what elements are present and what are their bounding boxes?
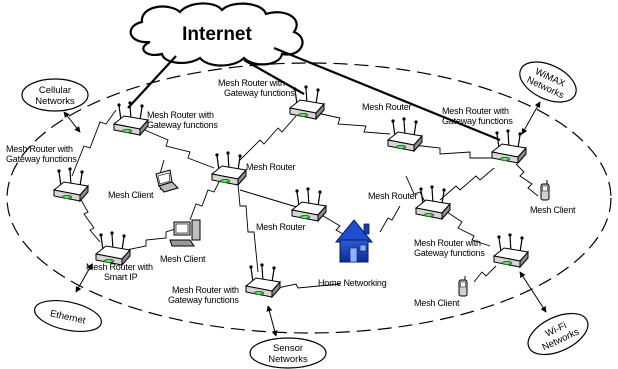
svg-text:Networks: Networks <box>268 354 308 365</box>
mesh-boundary <box>6 62 612 334</box>
desktop-client-label: Mesh Client <box>160 254 206 264</box>
phone-right-client-label: Mesh Client <box>530 205 576 215</box>
router-lower-icon <box>291 186 327 222</box>
svg-text:Cellular: Cellular <box>39 85 71 96</box>
router-right-icon <box>415 184 451 220</box>
router-center-icon <box>211 150 247 186</box>
svg-text:Networks: Networks <box>35 96 75 107</box>
gw-bottom-center-router-icon <box>245 262 281 298</box>
gw-top-right-router-icon <box>491 128 527 164</box>
laptop-client-label: Mesh Client <box>108 190 154 200</box>
router-center-label: Mesh Router <box>246 162 296 172</box>
router-lower-label: Mesh Router <box>256 222 306 232</box>
home-networking-label: Home Networking <box>318 278 387 288</box>
wifi-networks: Wi-Fi Networks <box>527 312 589 356</box>
gw-top-center-router-icon <box>289 84 325 120</box>
external-links <box>63 101 547 337</box>
phone-icon <box>540 180 550 201</box>
internet-label: Internet <box>182 24 252 45</box>
router-top-right-label: Mesh Router <box>362 102 412 112</box>
gw-bottom-right-router-icon <box>493 232 529 268</box>
wimax-networks: WiMAX Networks <box>519 61 577 103</box>
svg-text:Sensor: Sensor <box>273 343 303 354</box>
desktop-computer-icon <box>169 219 201 247</box>
internet-cloud: Internet <box>129 2 304 67</box>
wireless-links <box>71 109 539 291</box>
gw-top-left-router-icon <box>113 100 149 136</box>
ethernet-networks: Ethernet <box>34 299 102 333</box>
sensor-networks: Sensor Networks <box>249 337 327 369</box>
wired-links <box>239 189 301 209</box>
router-right-label: Mesh Router <box>368 191 418 201</box>
gw-left-router-icon <box>53 166 89 202</box>
phone-icon <box>458 276 468 297</box>
router-top-right-icon <box>387 116 423 152</box>
home-network-house-icon <box>334 219 374 263</box>
phone-bottom-client-label: Mesh Client <box>414 298 460 308</box>
laptop-icon <box>155 169 179 193</box>
cellular-networks: Cellular Networks <box>21 78 89 112</box>
smart-ip-router-icon <box>95 230 131 266</box>
